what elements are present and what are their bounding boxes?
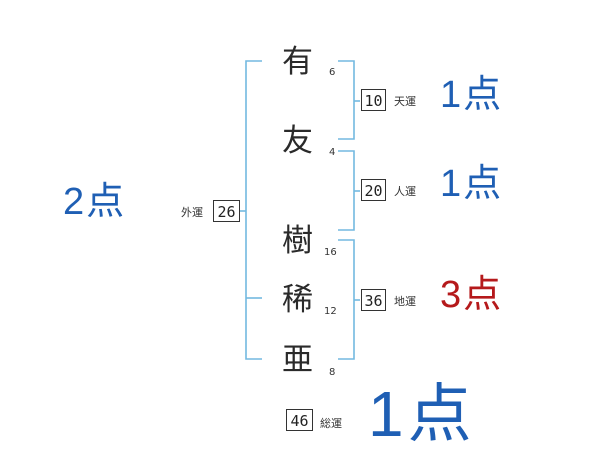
- char-1: 有: [282, 44, 313, 80]
- gaikaku-score: 2点: [63, 181, 127, 223]
- chikaku-value-box: 36: [361, 289, 386, 311]
- jinkaku-score: 1点: [440, 163, 504, 205]
- stroke-count-1: 6: [329, 67, 336, 78]
- chikaku-label: 地運: [394, 295, 416, 308]
- tenkaku-value-box: 10: [361, 89, 386, 111]
- soukaku-score: 1点: [368, 378, 476, 450]
- char-2: 友: [282, 123, 313, 159]
- jinkaku-label: 人運: [394, 185, 416, 198]
- stroke-count-4: 12: [324, 306, 337, 317]
- soukaku-value-box: 46: [286, 409, 313, 431]
- char-5: 亜: [282, 342, 313, 378]
- stroke-count-3: 16: [324, 247, 337, 258]
- chi-bracket: [338, 239, 355, 360]
- outer-bracket: [245, 60, 262, 360]
- stroke-count-2: 4: [329, 147, 336, 158]
- jin-bracket: [338, 150, 355, 231]
- ten-bracket: [338, 60, 355, 140]
- soukaku-label: 総運: [320, 417, 342, 430]
- tenkaku-label: 天運: [394, 95, 416, 108]
- stroke-count-5: 8: [329, 367, 336, 378]
- chikaku-score: 3点: [440, 274, 504, 316]
- gaikaku-value-box: 26: [213, 200, 240, 222]
- jinkaku-value-box: 20: [361, 179, 386, 201]
- char-4: 稀: [282, 282, 313, 318]
- gaikaku-label: 外運: [181, 206, 203, 219]
- tenkaku-score: 1点: [440, 74, 504, 116]
- char-3: 樹: [282, 223, 313, 259]
